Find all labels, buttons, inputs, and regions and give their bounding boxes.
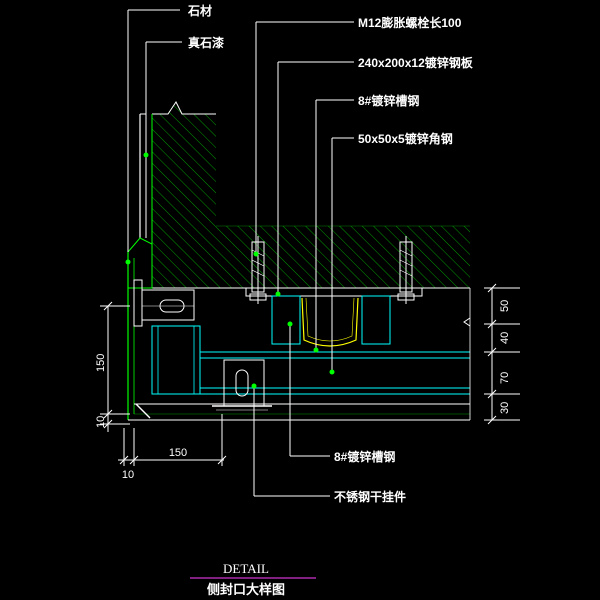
- left-dimension-chain: [100, 301, 130, 432]
- leader-ticks: [128, 9, 354, 497]
- label-steel-plate: 240x200x12镀锌钢板: [358, 55, 474, 70]
- dim-right-40: 40: [499, 332, 511, 344]
- dim-bottom-150: 150: [169, 447, 187, 459]
- steel-plate: [245, 287, 423, 347]
- horizontal-frame: [128, 351, 470, 421]
- label-real-stone-paint: 真石漆: [188, 35, 224, 50]
- label-angle: 50x50x5镀锌角钢: [358, 131, 453, 146]
- title-cn: 侧封口大样图: [207, 582, 285, 597]
- label-hanger: 不锈钢干挂件: [334, 489, 406, 504]
- break-lines: [463, 288, 471, 420]
- leader-dots: [125, 152, 335, 389]
- dim-bottom-10: 10: [122, 469, 134, 481]
- dim-left-150: 150: [95, 354, 107, 372]
- stainless-hanger: [212, 359, 272, 411]
- dim-right-50: 50: [499, 300, 511, 312]
- anchor-bolt-left: [249, 236, 267, 304]
- corner-clip: [135, 403, 151, 419]
- vertical-channel: [151, 325, 201, 395]
- label-bolt: M12膨胀螺栓长100: [358, 15, 462, 30]
- label-stone: 石材: [187, 3, 212, 18]
- concrete-structure: [151, 101, 470, 289]
- label-channel-bottom: 8#镀锌槽钢: [334, 449, 395, 464]
- anchor-bolt-right: [397, 236, 415, 304]
- stone-cladding: [127, 113, 153, 420]
- bottom-dimension-chain: [118, 414, 227, 466]
- dim-right-70: 70: [499, 372, 511, 384]
- label-channel-top: 8#镀锌槽钢: [358, 93, 419, 108]
- title-en: DETAIL: [223, 561, 269, 576]
- left-bracket: [133, 279, 195, 327]
- leaders: [127, 10, 333, 496]
- right-dimension-chain: [484, 283, 520, 425]
- dim-left-10: 10: [95, 416, 107, 428]
- dim-right-30: 30: [499, 402, 511, 414]
